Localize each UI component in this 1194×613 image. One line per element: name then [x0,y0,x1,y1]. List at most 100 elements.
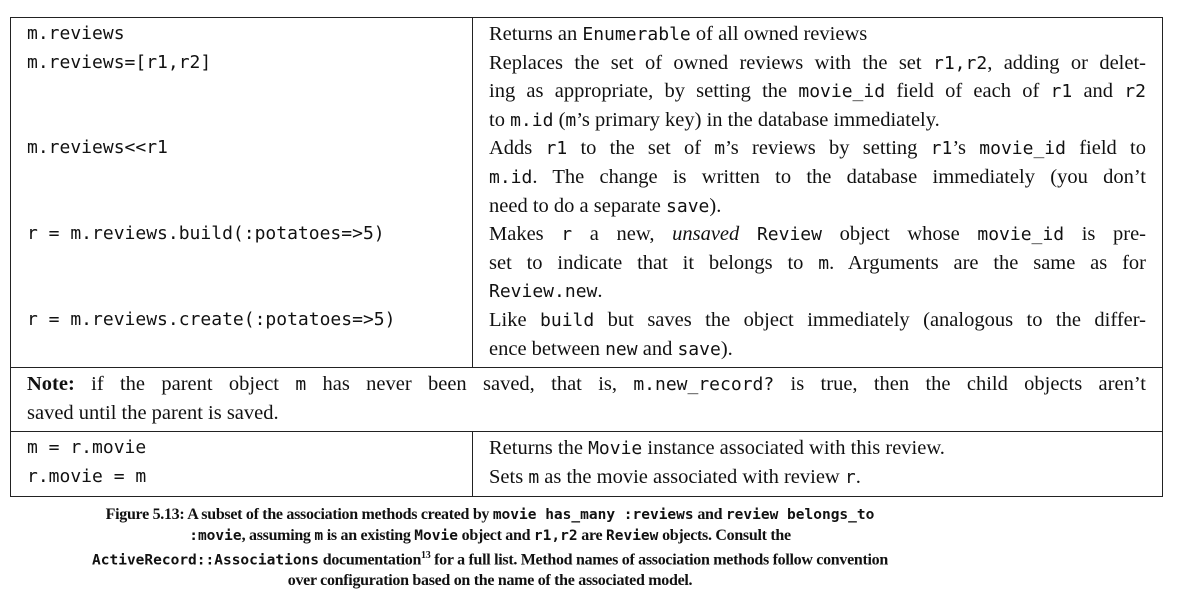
method-description: Replaces the set of owned reviews with t… [489,49,1146,135]
code-fragment: m [565,109,577,131]
text-line: over configuration based on the name of … [0,571,980,592]
code-fragment: save [677,338,721,360]
code-fragment: m [714,138,726,160]
description-column: Returns the Movie instance associated wi… [473,432,1162,495]
code-fragment: m.id [489,166,533,188]
text-fragment: field to [1065,137,1146,160]
code-fragment: Review [606,527,659,544]
code-fragment: r1 [930,138,953,160]
collection-methods-block: m.reviews m.reviews=[r1,r2] m.reviews<<r1 r… [11,18,1162,369]
method-description: Sets m as the movie associated with revi… [489,463,1146,492]
text-fragment: Returns an [489,23,583,45]
code-fragment: new [605,338,638,360]
text-fragment: object and [457,526,534,544]
code-fragment: Movie [588,438,643,460]
text-fragment: has never been saved, that is, [306,373,634,396]
code-fragment: :movie [189,527,242,544]
method-signature: r.movie = m [27,465,147,487]
code-fragment: r1 [545,138,568,160]
text-fragment: , assuming [241,526,315,544]
code-fragment: Review.new [489,281,598,303]
text-fragment: are [577,526,606,544]
method-signature: r = m.reviews.build(:potatoes=>5) [27,223,385,245]
code-fragment: r1 [1050,81,1073,103]
text-fragment: ence between [489,337,606,360]
method-signature: m.reviews [27,23,125,44]
method-description: Like build but saves the object immediat… [489,306,1146,363]
figure-caption: Figure 5.13: A subset of the association… [0,505,980,591]
method-description: Makes r a new, unsaved Review object who… [489,220,1146,306]
text-fragment: if the parent object [74,373,296,396]
code-fragment: save [666,195,710,217]
code-fragment: ActiveRecord::Associations [92,552,320,569]
method-column: m.reviews m.reviews=[r1,r2] m.reviews<<r1 r… [11,18,473,368]
text-line: Returns an Enumerable of all owned revie… [489,20,1146,49]
text-fragment: of all owned reviews [690,23,868,45]
text-line: :movie, assuming m is an existing Movie … [0,526,980,547]
method-description: Returns the Movie instance associated wi… [489,434,1146,463]
text-line: Replaces the set of owned reviews with t… [489,49,1146,78]
text-fragment: Sets [489,465,529,488]
text-fragment: to [489,108,511,131]
text-line: Like build but saves the object immediat… [489,306,1146,335]
text-line: ActiveRecord::Associations documentation… [0,546,980,571]
description-column: Returns an Enumerable of all owned revie… [473,18,1162,367]
text-fragment: over configuration based on the name of … [287,571,693,589]
belongs-to-methods-block: m = r.movie r.movie = m Returns the Movie… [11,432,1162,497]
code-fragment: Movie [414,527,458,544]
text-fragment: a new, [572,223,673,246]
method-signature: m = r.movie [27,437,147,459]
text-fragment: ’s reviews by setting [725,137,931,160]
text-fragment: as the movie associated with review [539,465,845,488]
code-fragment: movie_id [977,224,1065,246]
text-fragment: but saves the object immediately (analog… [594,308,1146,331]
text-fragment: instance associated with this review. [642,437,945,460]
text-line: Adds r1 to the set of m’s reviews by set… [489,134,1146,163]
code-fragment: r2 [1124,81,1146,103]
code-fragment: review belongs_to [725,507,875,523]
text-fragment: need to do a separate [489,194,667,217]
text-line: to m.id (m’s primary key) in the databas… [489,106,1146,135]
method-description: Returns an Enumerable of all owned revie… [489,20,1146,49]
text-fragment: documentation [319,551,422,569]
note-row: Note: if the parent object m has never b… [11,368,1162,433]
text-fragment: ing as appropriate, by setting the [489,80,799,103]
text-fragment: Adds [489,137,546,160]
text-line: Note: if the parent object m has never b… [27,370,1146,399]
text-fragment: object whose [821,223,978,246]
text-fragment: and [1072,80,1125,103]
text-fragment: set to indicate that it belongs to [489,251,819,274]
text-fragment: objects. Consult the [658,526,791,544]
text-line: Figure 5.13: A subset of the association… [0,505,980,526]
method-signature: r = m.reviews.create(:potatoes=>5) [27,308,396,330]
text-fragment: Replaces the set of owned reviews with t… [489,51,933,74]
code-fragment: m.new_record? [633,374,775,396]
text-fragment: ). [720,337,733,360]
text-fragment: . [597,280,603,303]
method-description: Adds r1 to the set of m’s reviews by set… [489,134,1146,220]
text-fragment: and [637,337,678,360]
text-fragment: saved until the parent is saved. [27,401,279,424]
code-fragment: movie has_many :reviews [492,507,694,523]
text-line: need to do a separate save). [489,192,1146,221]
text-fragment: is pre- [1064,223,1146,246]
text-fragment: field of each of [885,80,1051,103]
code-fragment: r [561,224,573,246]
code-fragment: Enumerable [582,24,691,45]
code-fragment: Review [756,224,822,246]
code-fragment: m.id [510,109,554,131]
text-fragment: for a full list. Method names of associa… [430,551,888,569]
text-fragment: Makes [489,223,562,246]
code-fragment: r [844,466,856,488]
text-fragment [739,223,757,245]
text-fragment: ’s [952,137,980,160]
text-line: Makes r a new, unsaved Review object who… [489,220,1146,249]
method-signature: m.reviews=[r1,r2] [27,51,212,73]
method-signature: m.reviews<<r1 [27,137,168,159]
code-fragment: movie_id [798,81,886,103]
text-fragment: Note: [27,373,75,396]
text-fragment: Like [489,308,541,331]
text-fragment: . Arguments are the same as for [829,251,1146,274]
code-fragment: r1,r2 [933,52,988,74]
text-fragment: to the set of [567,137,715,160]
